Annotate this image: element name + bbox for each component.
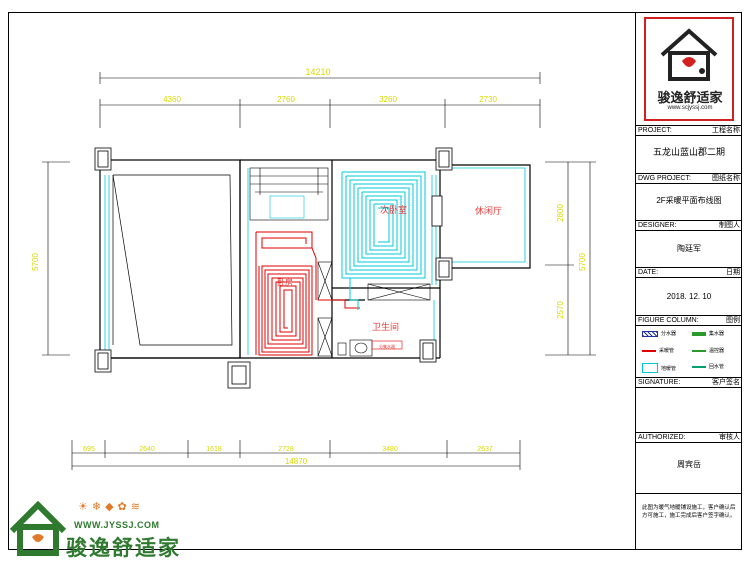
manifold-box xyxy=(371,340,403,350)
legend-label: 采暖管 xyxy=(659,348,675,354)
watermark-house-icon xyxy=(9,500,67,556)
logo-text: 骏逸舒适家 xyxy=(657,90,723,105)
figure-cn: 图例 xyxy=(726,317,740,324)
closets xyxy=(317,261,431,357)
dim-bottom-total: 14870 xyxy=(285,457,308,466)
legend-label: 地暖管 xyxy=(661,365,677,372)
dim-top-4: 2730 xyxy=(479,95,497,104)
void-outline xyxy=(112,174,233,346)
project-header: PROJECT: 工程名称 xyxy=(636,125,742,136)
dim-top-total: 14210 xyxy=(305,67,330,77)
legend-swatch-icon xyxy=(642,349,656,352)
project-value: 五龙山蓝山郡二期 xyxy=(652,147,725,157)
house-logo-icon xyxy=(660,28,718,81)
logo-area: 骏逸舒适家 www.scjyssj.com xyxy=(636,15,742,125)
legend-area: 分水器 集水器 采暖管 温控器 地暖管 回水管 xyxy=(636,327,742,377)
label-lounge: 休闲厅 xyxy=(475,205,502,216)
side-dimensions xyxy=(42,161,596,356)
label-bedroom: 次卧室 xyxy=(380,204,407,215)
legend-item-6: 回水管 xyxy=(692,363,724,370)
date-cn: 日期 xyxy=(726,269,740,276)
authorized-header: AUTHORIZED: 审核人 xyxy=(636,432,742,443)
signature-header: SIGNATURE: 客户签名 xyxy=(636,377,742,388)
dim-left: 5700 xyxy=(31,253,40,271)
title-block: 骏逸舒适家 www.scjyssj.com PROJECT: 工程名称 五龙山蓝… xyxy=(635,13,742,549)
top-dimensions xyxy=(99,72,541,128)
legend-item-2: 集水器 xyxy=(692,330,724,337)
walls xyxy=(99,159,531,359)
legend-swatch-icon xyxy=(692,349,706,352)
designer-label: DESIGNER: xyxy=(638,222,677,229)
legend-label: 温控器 xyxy=(709,348,725,354)
dim-right-total: 5700 xyxy=(578,253,587,271)
dim-bottom-6: 2637 xyxy=(477,446,493,453)
date-value: 2018. 12. 10 xyxy=(666,292,712,301)
bathroom-fixtures xyxy=(337,339,373,357)
date-label: DATE: xyxy=(638,269,659,276)
designer-header: DESIGNER: 制图人 xyxy=(636,220,742,231)
windows xyxy=(104,167,526,355)
staircase xyxy=(249,167,329,221)
date-header: DATE: 日期 xyxy=(636,267,742,278)
legend-swatch-icon xyxy=(642,363,658,373)
note-text: 此图为暖气地暖铺设施工，客户确认后方可施工，施工完成后客户签字确认。 xyxy=(636,493,742,549)
watermark-feature-icons: ☀❄◆✿≋ xyxy=(78,501,144,513)
dim-bottom-1: 695 xyxy=(83,446,95,453)
watermark-url: WWW.JYSSJ.COM xyxy=(74,520,160,530)
dim-top-2: 2760 xyxy=(277,95,295,104)
dim-right-bottom: 2570 xyxy=(556,301,565,319)
legend-item-4: 温控器 xyxy=(692,347,724,354)
dim-top-1: 4360 xyxy=(163,95,181,104)
logo-url: www.scjyssj.com xyxy=(667,105,713,111)
label-bathroom: 卫生间 xyxy=(372,321,399,332)
columns xyxy=(94,147,453,389)
dim-bottom-4: 2728 xyxy=(278,446,294,453)
dim-bottom-3: 1618 xyxy=(206,446,222,453)
legend-item-1: 分水器 xyxy=(642,330,676,337)
label-manifold: 分集水器 xyxy=(379,343,395,349)
legend-swatch-icon xyxy=(642,330,658,337)
label-room-left: 卧房 xyxy=(277,277,293,287)
drawing-frame xyxy=(8,12,742,550)
legend-item-3: 采暖管 xyxy=(642,347,674,354)
legend-label: 分水器 xyxy=(661,331,677,337)
dwg-header: DWG PROJECT: 图纸名称 xyxy=(636,173,742,184)
legend-swatch-icon xyxy=(692,331,706,336)
bottom-dimensions xyxy=(71,440,521,470)
authorized-value: 周宾岳 xyxy=(677,460,701,469)
dwg-cn: 图纸名称 xyxy=(712,175,740,182)
authorized-label: AUTHORIZED: xyxy=(638,434,686,441)
signature-cn: 客户签名 xyxy=(712,379,740,386)
dwg-label: DWG PROJECT: xyxy=(638,175,691,182)
cyan-heating-coil xyxy=(341,171,426,310)
dim-top-3: 3260 xyxy=(379,95,397,104)
floor-plan: 14210 4360 2760 3260 2730 695 2640 1618 … xyxy=(31,67,596,470)
designer-cn: 制图人 xyxy=(719,222,740,229)
logo-border xyxy=(644,17,734,121)
dim-right-top: 2800 xyxy=(556,204,565,222)
figure-label: FIGURE COLUMN: xyxy=(638,317,699,324)
dim-bottom-2: 2640 xyxy=(139,446,155,453)
dim-bottom-5: 3480 xyxy=(382,446,398,453)
signature-label: SIGNATURE: xyxy=(638,379,681,386)
project-cn: 工程名称 xyxy=(712,127,740,134)
legend-item-5: 地暖管 xyxy=(642,363,676,373)
watermark-name: 骏逸舒适家 xyxy=(66,537,181,560)
authorized-cn: 审核人 xyxy=(719,434,740,441)
legend-label: 集水器 xyxy=(709,331,725,337)
figure-header: FIGURE COLUMN: 图例 xyxy=(636,315,742,326)
legend-swatch-icon xyxy=(692,365,706,368)
red-heating-coil xyxy=(255,231,360,356)
project-label: PROJECT: xyxy=(638,127,672,134)
dwg-value: 2F采暖平面布线图 xyxy=(656,196,722,205)
legend-label: 回水管 xyxy=(709,364,725,370)
designer-value: 陶廷军 xyxy=(677,244,701,253)
